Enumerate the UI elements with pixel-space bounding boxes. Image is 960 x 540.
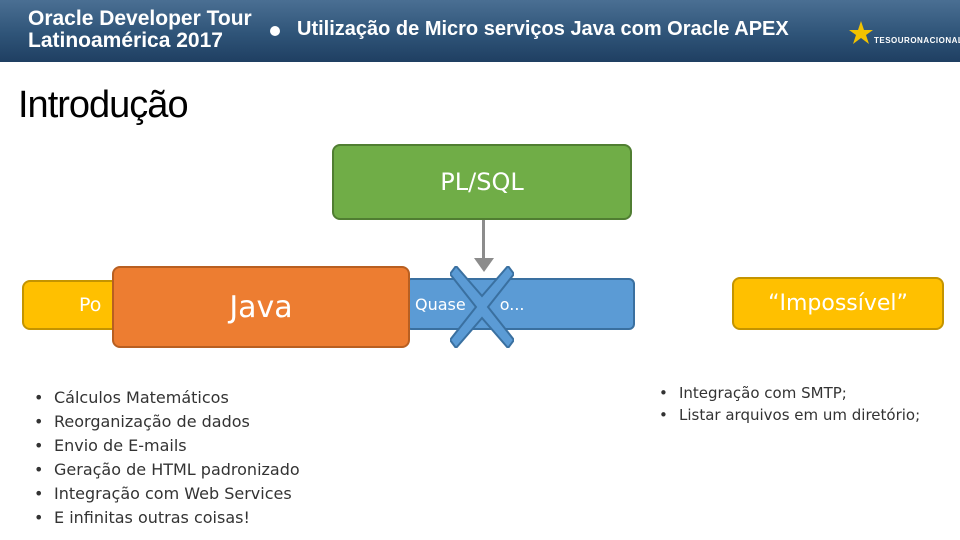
header-band: Oracle Developer Tour Latinoamérica 2017… bbox=[0, 0, 960, 62]
java-label: Java bbox=[229, 289, 293, 325]
cross-icon bbox=[450, 266, 514, 348]
quase-tail-label: o... bbox=[499, 294, 525, 314]
list-item: Integração com SMTP; bbox=[655, 382, 920, 404]
plsql-label: PL/SQL bbox=[440, 168, 524, 196]
star-logo-icon bbox=[849, 21, 873, 44]
logo-text: TESOURONACIONAL bbox=[874, 36, 960, 45]
arrow-head-icon bbox=[474, 258, 494, 272]
impossible-list: Integração com SMTP; Listar arquivos em … bbox=[655, 382, 920, 426]
plsql-box: PL/SQL bbox=[332, 144, 632, 220]
impossivel-box: “Impossível” bbox=[732, 277, 944, 330]
arrow-down-icon bbox=[482, 220, 485, 260]
impossivel-label: “Impossível” bbox=[768, 291, 908, 316]
list-item: Integração com Web Services bbox=[30, 482, 300, 506]
slide-title: Introdução bbox=[18, 84, 189, 126]
event-title: Oracle Developer Tour Latinoamérica 2017 bbox=[28, 8, 252, 52]
list-item: Envio de E-mails bbox=[30, 434, 300, 458]
list-item: Listar arquivos em um diretório; bbox=[655, 404, 920, 426]
java-box: Java bbox=[112, 266, 410, 348]
bullet-dot-icon bbox=[270, 26, 280, 36]
quase-box: Quase o... bbox=[405, 278, 635, 330]
list-item: Cálculos Matemáticos bbox=[30, 386, 300, 410]
quase-label: Quase bbox=[415, 294, 466, 314]
list-item: Geração de HTML padronizado bbox=[30, 458, 300, 482]
pos-label: Po bbox=[79, 294, 102, 316]
list-item: Reorganização de dados bbox=[30, 410, 300, 434]
java-capabilities-list: Cálculos Matemáticos Reorganização de da… bbox=[30, 386, 300, 530]
talk-subtitle: Utilização de Micro serviços Java com Or… bbox=[297, 18, 789, 40]
event-title-line2: Latinoamérica 2017 bbox=[28, 29, 223, 52]
event-title-line1: Oracle Developer Tour bbox=[28, 7, 252, 30]
list-item: E infinitas outras coisas! bbox=[30, 506, 300, 530]
